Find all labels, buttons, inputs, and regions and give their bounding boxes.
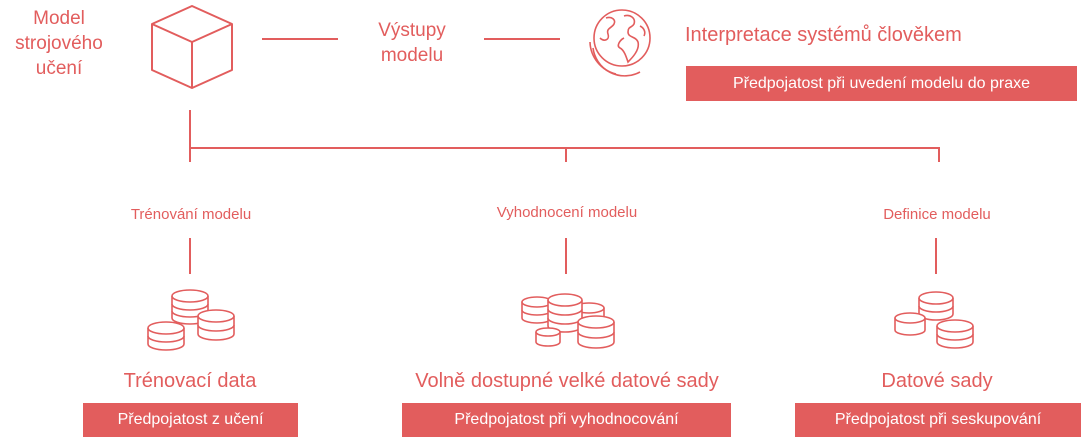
bias-tag-training: Předpojatost z učení xyxy=(83,403,298,437)
branch-1-line xyxy=(189,238,191,274)
database-stack-icon xyxy=(893,290,979,354)
stage-label-training: Trénování modelu xyxy=(130,206,252,223)
interpretation-label: Interpretace systémů člověkem xyxy=(685,24,962,46)
stage-label-evaluation: Vyhodnocení modelu xyxy=(496,204,638,221)
connector-outputs-globe xyxy=(484,38,560,40)
database-stack-icon xyxy=(146,288,240,356)
bias-tag-definition: Předpojatost při seskupování xyxy=(795,403,1081,437)
stage-label-definition: Definice modelu xyxy=(883,206,991,223)
database-stack-icon xyxy=(520,292,616,354)
globe-icon xyxy=(584,2,660,78)
data-label-evaluation: Volně dostupné velké datové sady xyxy=(415,370,719,392)
data-label-definition: Datové sady xyxy=(881,370,993,392)
data-label-training: Trénovací data xyxy=(123,370,257,392)
trunk-line xyxy=(189,110,191,162)
deploy-bias-tag: Předpojatost při uvedení modelu do praxe xyxy=(686,66,1077,101)
branch-tick-middle xyxy=(565,147,567,162)
model-title: Model strojového učení xyxy=(15,8,103,79)
connector-model-outputs xyxy=(262,38,338,40)
branch-2-line xyxy=(565,238,567,274)
branch-3-line xyxy=(935,238,937,274)
branch-tick-right xyxy=(938,147,940,162)
bias-tag-evaluation: Předpojatost při vyhodnocování xyxy=(402,403,731,437)
cube-icon xyxy=(150,4,234,90)
outputs-label: Výstupy modelu xyxy=(378,20,446,66)
branch-bar xyxy=(189,147,940,149)
